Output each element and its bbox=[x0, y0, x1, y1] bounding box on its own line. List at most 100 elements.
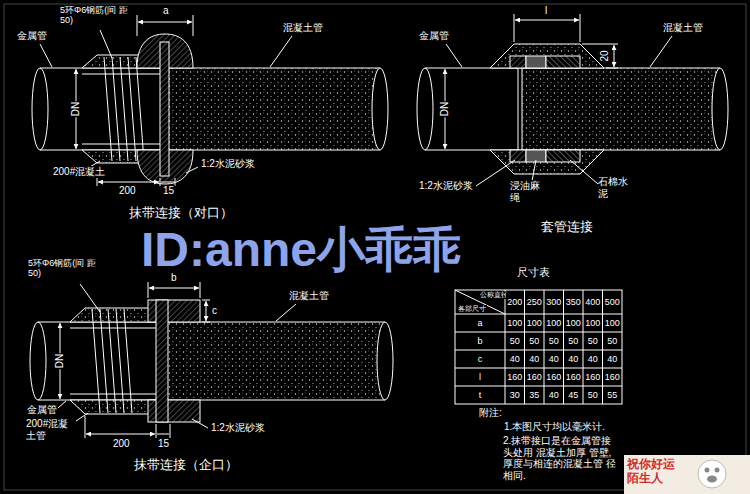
table-cell: a bbox=[456, 316, 504, 330]
callout-label: 5环Φ6钢筋(间 距50) bbox=[60, 5, 134, 26]
butt-joint-drawing bbox=[161, 182, 174, 183]
table-cell: 30 bbox=[506, 388, 524, 402]
sleeve-joint-drawing bbox=[546, 56, 580, 68]
callout-label: 200#混凝 土管 bbox=[26, 418, 74, 441]
sleeve-joint-drawing bbox=[614, 45, 615, 67]
view-title: 套管连接 bbox=[540, 220, 594, 235]
butt-joint-drawing bbox=[32, 68, 48, 150]
table-header: 各部尺寸 bbox=[457, 305, 487, 313]
table-cell: 160 bbox=[565, 370, 583, 384]
table-cell: 160 bbox=[526, 370, 544, 384]
spigot-joint-drawing bbox=[58, 284, 296, 428]
spigot-joint-drawing bbox=[38, 322, 156, 400]
table-cell: 45 bbox=[565, 388, 583, 402]
callout-label: 混凝土管 bbox=[282, 22, 324, 34]
table-title: 尺寸表 bbox=[516, 266, 551, 279]
table-cell: 40 bbox=[604, 352, 622, 366]
table-cell: c bbox=[456, 352, 504, 366]
table-cell: 100 bbox=[584, 316, 602, 330]
table-cell: 35 bbox=[526, 388, 544, 402]
table-cell: l bbox=[456, 370, 504, 384]
spigot-joint-drawing bbox=[86, 434, 155, 435]
table-cell: 100 bbox=[506, 316, 524, 330]
sleeve-joint-drawing bbox=[546, 150, 580, 162]
callout-label: 200#混凝土 bbox=[52, 166, 106, 178]
sticker bbox=[715, 468, 720, 473]
dimension-label: l bbox=[544, 5, 548, 17]
dimension-label: DN bbox=[55, 353, 65, 369]
table-header: 400 bbox=[584, 292, 602, 312]
dimension-label: a bbox=[162, 5, 170, 17]
callout-label: 混凝土管 bbox=[662, 22, 704, 34]
table-cell: 50 bbox=[526, 334, 544, 348]
table-cell: 160 bbox=[506, 370, 524, 384]
spigot-joint-drawing bbox=[70, 400, 156, 414]
table-cell: 50 bbox=[584, 334, 602, 348]
callout-label: 金属管 bbox=[26, 404, 58, 416]
sticker bbox=[624, 455, 750, 494]
table-cell: 100 bbox=[545, 316, 563, 330]
dimension-label: 200 bbox=[118, 185, 137, 197]
sleeve-joint-drawing bbox=[712, 68, 728, 150]
dimension-label: DN bbox=[71, 101, 81, 117]
butt-joint-drawing bbox=[40, 30, 292, 173]
table-cell: 40 bbox=[506, 352, 524, 366]
callout-label: 1:2水泥砂浆 bbox=[210, 422, 266, 434]
sleeve-joint-drawing bbox=[522, 68, 720, 150]
butt-joint-drawing bbox=[169, 68, 380, 150]
callout-label: 金属管 bbox=[418, 30, 450, 42]
note-text: 2.抹带接口是在金属管接头处用 混凝土加厚 管壁,厚度与相连的混凝土管 径相同. bbox=[503, 435, 621, 481]
table-cell: 50 bbox=[565, 334, 583, 348]
table-cell: 50 bbox=[604, 334, 622, 348]
butt-joint-drawing bbox=[97, 166, 175, 186]
sleeve-joint-drawing bbox=[417, 14, 728, 186]
table-cell: 160 bbox=[604, 370, 622, 384]
sticker-text: 祝你好运 陌生人 bbox=[627, 458, 679, 486]
dimension-label: 20 bbox=[600, 49, 610, 62]
sleeve-joint-drawing bbox=[446, 36, 672, 186]
callout-label: 浸油麻 绳 bbox=[510, 180, 546, 203]
sleeve-joint-drawing bbox=[515, 20, 579, 21]
butt-joint-drawing bbox=[137, 15, 193, 36]
sticker bbox=[624, 455, 750, 494]
butt-joint-drawing bbox=[160, 42, 169, 176]
table-cell: 50 bbox=[545, 334, 563, 348]
sleeve-joint-drawing bbox=[582, 44, 618, 68]
butt-joint-drawing bbox=[104, 57, 144, 161]
watermark: ID:anne小乖乖 bbox=[140, 222, 462, 277]
sleeve-joint-drawing bbox=[417, 68, 433, 150]
spigot-joint-drawing bbox=[168, 322, 385, 400]
table-cell: 40 bbox=[565, 352, 583, 366]
dimension-label: DN bbox=[440, 101, 450, 117]
butt-joint-drawing bbox=[372, 68, 388, 150]
spigot-joint-drawing bbox=[206, 301, 207, 321]
view-title: 抹带连接（对口） bbox=[128, 206, 234, 221]
table-header: 250 bbox=[526, 292, 544, 312]
dimension-label: 15 bbox=[162, 185, 175, 197]
spigot-joint-drawing bbox=[202, 300, 210, 322]
note-text: 附注: bbox=[478, 407, 503, 419]
spigot-joint-drawing bbox=[148, 282, 200, 298]
table-cell: t bbox=[456, 388, 504, 402]
table-header: 200 bbox=[506, 292, 524, 312]
sleeve-joint-drawing bbox=[510, 150, 526, 162]
table-header: 300 bbox=[545, 292, 563, 312]
callout-label: 石棉水 泥 bbox=[598, 176, 634, 199]
table-cell: 160 bbox=[545, 370, 563, 384]
sleeve-joint-drawing bbox=[510, 56, 526, 68]
table-cell: 40 bbox=[545, 352, 563, 366]
table-cell: 50 bbox=[506, 334, 524, 348]
frame bbox=[4, 4, 746, 490]
spigot-joint-drawing bbox=[168, 322, 385, 400]
butt-joint-drawing bbox=[98, 182, 159, 183]
note-text: 1.本图尺寸均以毫米计. bbox=[503, 421, 606, 433]
table-cell: 40 bbox=[584, 352, 602, 366]
table-cell: 100 bbox=[604, 316, 622, 330]
table-cell: 160 bbox=[584, 370, 602, 384]
callout-label: 1:2水泥砂浆 bbox=[418, 180, 474, 192]
size-table-grid bbox=[455, 314, 622, 386]
table-cell: 100 bbox=[565, 316, 583, 330]
butt-joint-drawing bbox=[169, 68, 380, 150]
spigot-joint-drawing bbox=[70, 308, 156, 322]
sleeve-joint-drawing bbox=[526, 56, 546, 68]
